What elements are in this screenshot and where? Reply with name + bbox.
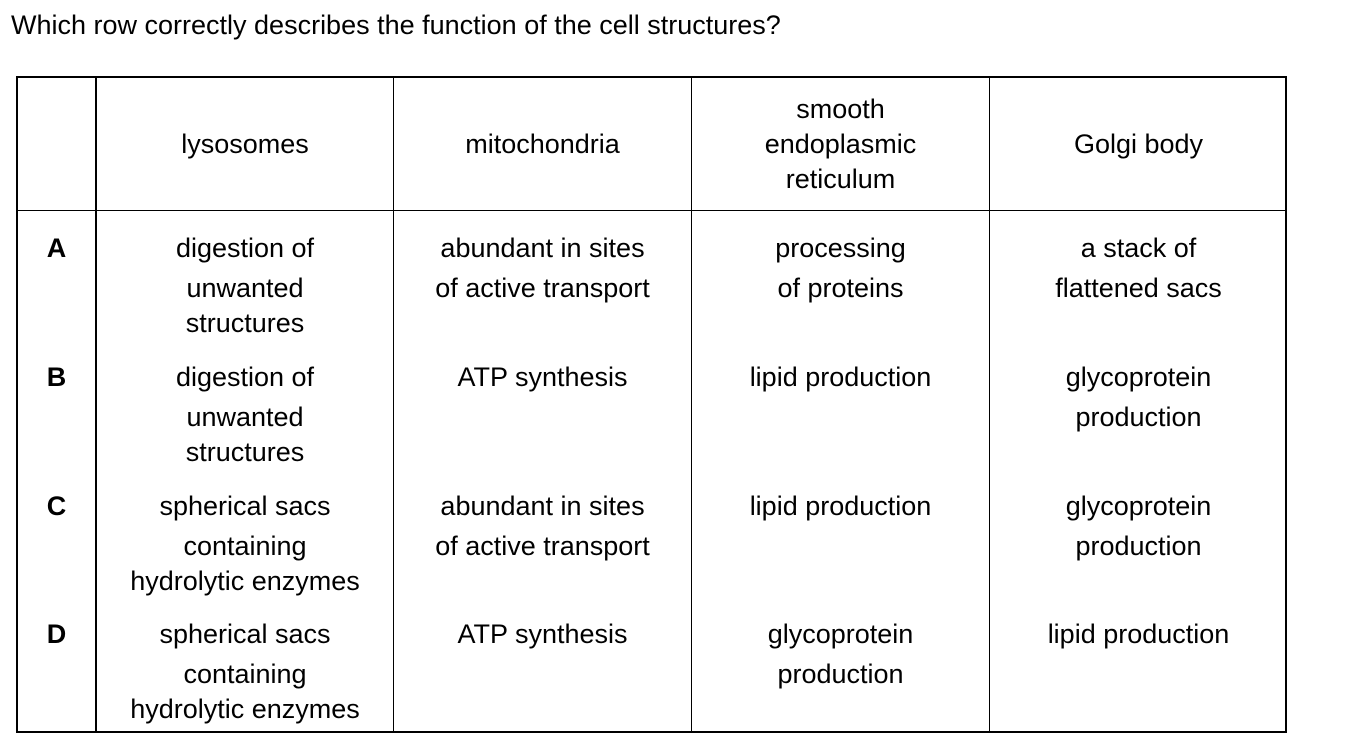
cell-line: processing	[775, 233, 906, 263]
header-lysosomes: lysosomes	[97, 78, 393, 210]
cell-line: a stack of	[1080, 233, 1197, 263]
cell-line: production	[777, 659, 904, 689]
cell-c-mitochondria: abundant in sites of active transport	[394, 488, 691, 563]
cell-line: glycoprotein	[1065, 491, 1212, 521]
cell-line: ATP synthesis	[457, 619, 628, 649]
cell-line: lipid production	[749, 491, 932, 521]
cell-c-smooth-er: lipid production	[692, 488, 989, 528]
cell-a-mitochondria: abundant in sites of active transport	[394, 230, 691, 305]
cell-c-golgi-body: glycoprotein production	[990, 488, 1287, 563]
cell-b-mitochondria: ATP synthesis	[394, 359, 691, 399]
cell-line: structures	[185, 308, 305, 338]
header-divider	[18, 210, 1285, 211]
row-letter-a: A	[46, 233, 67, 263]
cell-c-lysosomes: spherical sacs containing hydrolytic enz…	[97, 488, 393, 599]
header-line: reticulum	[785, 163, 896, 194]
cell-line: digestion of	[175, 233, 315, 263]
answer-table: lysosomes mitochondria smooth endoplasmi…	[16, 76, 1287, 733]
cell-line: glycoprotein	[767, 619, 914, 649]
column-divider	[989, 78, 990, 731]
cell-line: abundant in sites	[440, 491, 645, 521]
cell-line: hydrolytic enzymes	[130, 694, 360, 724]
cell-line: spherical sacs	[159, 491, 331, 521]
cell-line: ATP synthesis	[457, 362, 628, 392]
header-mitochondria: mitochondria	[394, 78, 691, 210]
cell-b-lysosomes: digestion of unwanted structures	[97, 359, 393, 470]
cell-d-lysosomes: spherical sacs containing hydrolytic enz…	[97, 616, 393, 727]
cell-line: flattened sacs	[1055, 273, 1222, 303]
row-letter-d: D	[46, 619, 67, 649]
cell-line: containing	[183, 531, 307, 561]
cell-d-golgi-body: lipid production	[990, 616, 1287, 656]
cell-line: unwanted	[186, 402, 304, 432]
cell-line: digestion of	[175, 362, 315, 392]
header-line: mitochondria	[465, 128, 620, 159]
cell-line: of proteins	[777, 273, 904, 303]
cell-a-lysosomes: digestion of unwanted structures	[97, 230, 393, 341]
cell-line: lipid production	[1047, 619, 1230, 649]
cell-a-smooth-er: processing of proteins	[692, 230, 989, 305]
cell-line: structures	[185, 437, 305, 467]
cell-line: production	[1075, 531, 1202, 561]
cell-d-smooth-er: glycoprotein production	[692, 616, 989, 691]
cell-b-smooth-er: lipid production	[692, 359, 989, 399]
cell-line: glycoprotein	[1065, 362, 1212, 392]
cell-line: of active transport	[435, 531, 650, 561]
cell-line: spherical sacs	[159, 619, 331, 649]
header-line: lysosomes	[181, 128, 309, 159]
header-smooth-er: smooth endoplasmic reticulum	[692, 78, 989, 210]
cell-line: abundant in sites	[440, 233, 645, 263]
column-divider	[393, 78, 394, 731]
cell-a-golgi-body: a stack of flattened sacs	[990, 230, 1287, 305]
cell-line: containing	[183, 659, 307, 689]
header-line: smooth	[796, 93, 885, 124]
cell-b-golgi-body: glycoprotein production	[990, 359, 1287, 434]
row-letter-b: B	[46, 362, 67, 392]
column-divider	[95, 78, 97, 731]
row-letter-c: C	[46, 491, 67, 521]
cell-line: production	[1075, 402, 1202, 432]
header-line: endoplasmic	[764, 128, 917, 159]
column-divider	[691, 78, 692, 731]
cell-line: of active transport	[435, 273, 650, 303]
header-line: Golgi body	[1073, 128, 1204, 159]
question-text: Which row correctly describes the functi…	[11, 10, 781, 40]
cell-line: hydrolytic enzymes	[130, 566, 360, 596]
cell-line: unwanted	[186, 273, 304, 303]
header-golgi-body: Golgi body	[990, 78, 1287, 210]
cell-d-mitochondria: ATP synthesis	[394, 616, 691, 656]
cell-line: lipid production	[749, 362, 932, 392]
